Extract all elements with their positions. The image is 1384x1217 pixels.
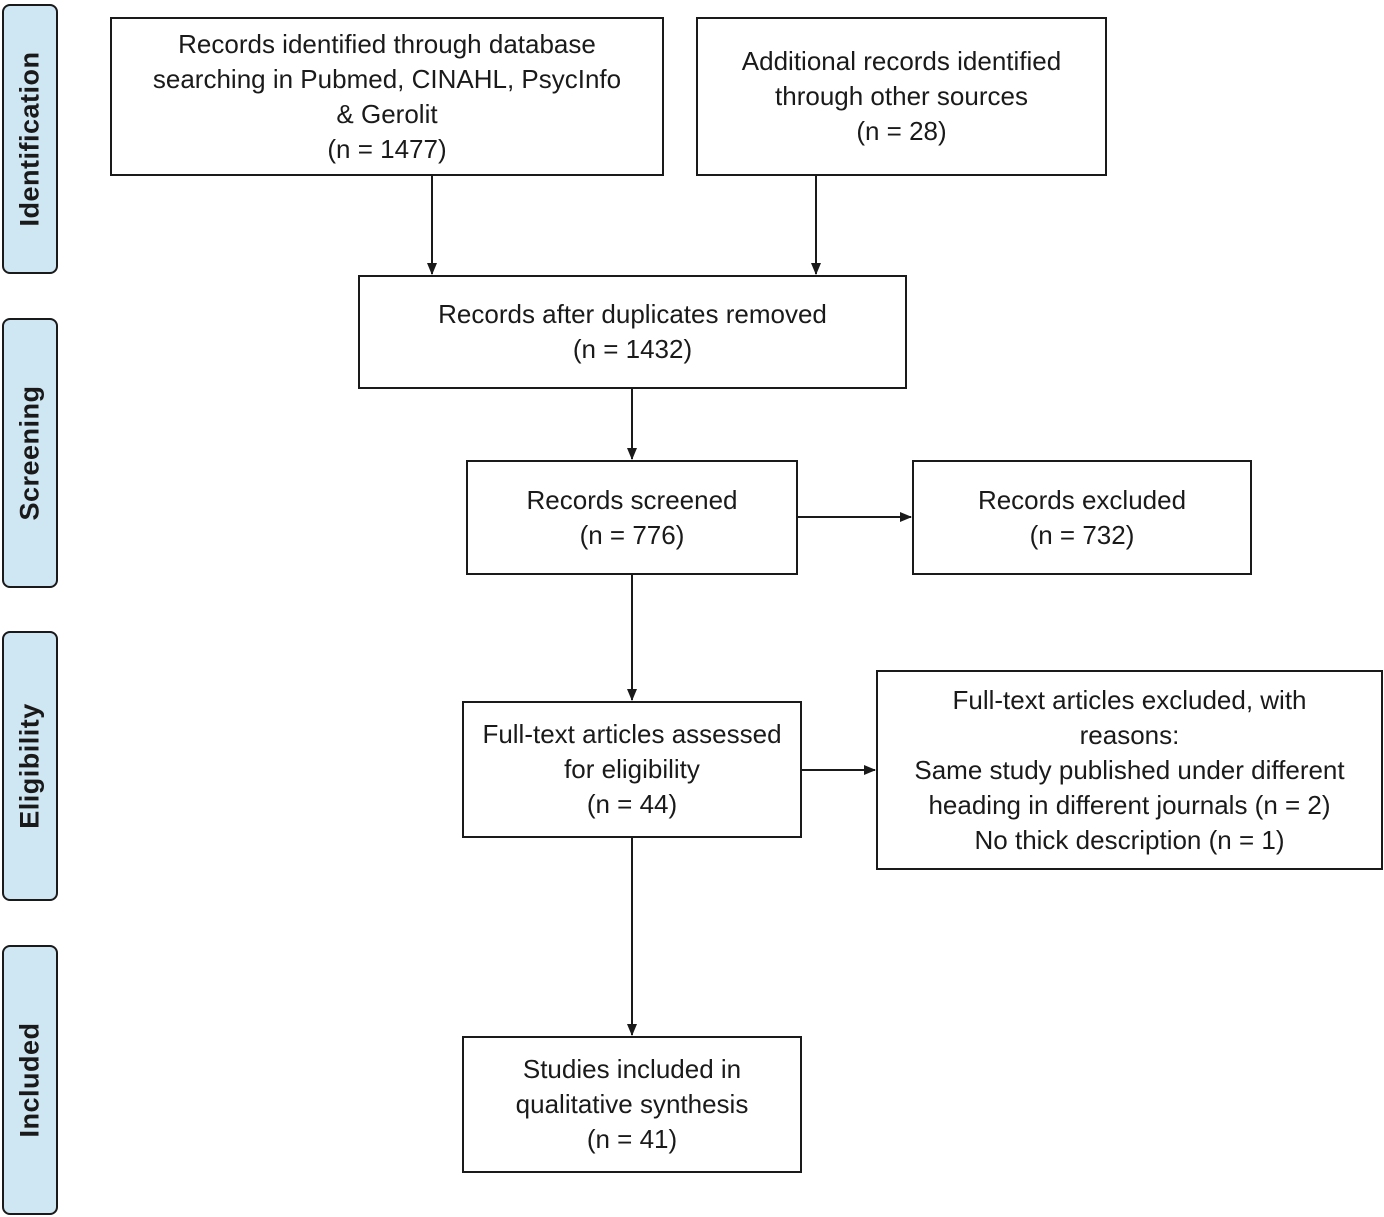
box-line: (n = 28) — [856, 116, 947, 146]
fulltext-excluded-box: Full-text articles excluded, with reason… — [876, 670, 1383, 870]
box-line: (n = 44) — [586, 789, 678, 819]
duplicates-removed-box: Records after duplicates removed (n = 14… — [358, 275, 907, 389]
box-line: Records after duplicates removed — [438, 299, 827, 329]
box-line: Records screened — [526, 484, 738, 515]
box-line: searching in Pubmed, CINAHL, PsycInfo — [152, 63, 622, 94]
box-line: Same study published under different — [914, 754, 1345, 785]
box-line: (n = 1432) — [572, 334, 693, 364]
phase-screening: Screening — [2, 318, 58, 588]
box-line: Full-text articles excluded, with — [952, 684, 1307, 715]
phase-eligibility: Eligibility — [2, 631, 58, 901]
database-records-box: Records identified through database sear… — [110, 17, 664, 176]
other-records-box: Additional records identified through ot… — [696, 17, 1107, 176]
box-line: (n = 732) — [1029, 519, 1135, 550]
included-studies-box: Studies included in qualitative synthesi… — [462, 1036, 802, 1173]
box-line: qualitative synthesis — [515, 1089, 749, 1119]
box-line: & Gerolit — [336, 98, 438, 129]
phase-identification: Identification — [2, 4, 58, 274]
box-line: Full-text articles assessed — [482, 719, 782, 749]
records-excluded-box: Records excluded (n = 732) — [912, 460, 1252, 575]
box-line: (n = 1477) — [327, 133, 447, 164]
box-line: (n = 776) — [579, 519, 685, 550]
box-line: Records identified through database — [178, 28, 596, 59]
box-line: heading in different journals (n = 2) — [928, 789, 1331, 820]
phase-included: Included — [2, 945, 58, 1215]
box-line: Studies included in — [522, 1054, 742, 1084]
box-line: reasons: — [1079, 719, 1180, 750]
box-line: through other sources — [775, 81, 1028, 111]
box-line: Additional records identified — [741, 46, 1062, 76]
records-screened-box: Records screened (n = 776) — [466, 460, 798, 575]
box-line: (n = 41) — [586, 1124, 678, 1154]
fulltext-assessed-box: Full-text articles assessed for eligibil… — [462, 701, 802, 838]
box-line: Records excluded — [977, 484, 1187, 515]
box-line: for eligibility — [564, 754, 700, 784]
box-line: No thick description (n = 1) — [974, 824, 1285, 855]
